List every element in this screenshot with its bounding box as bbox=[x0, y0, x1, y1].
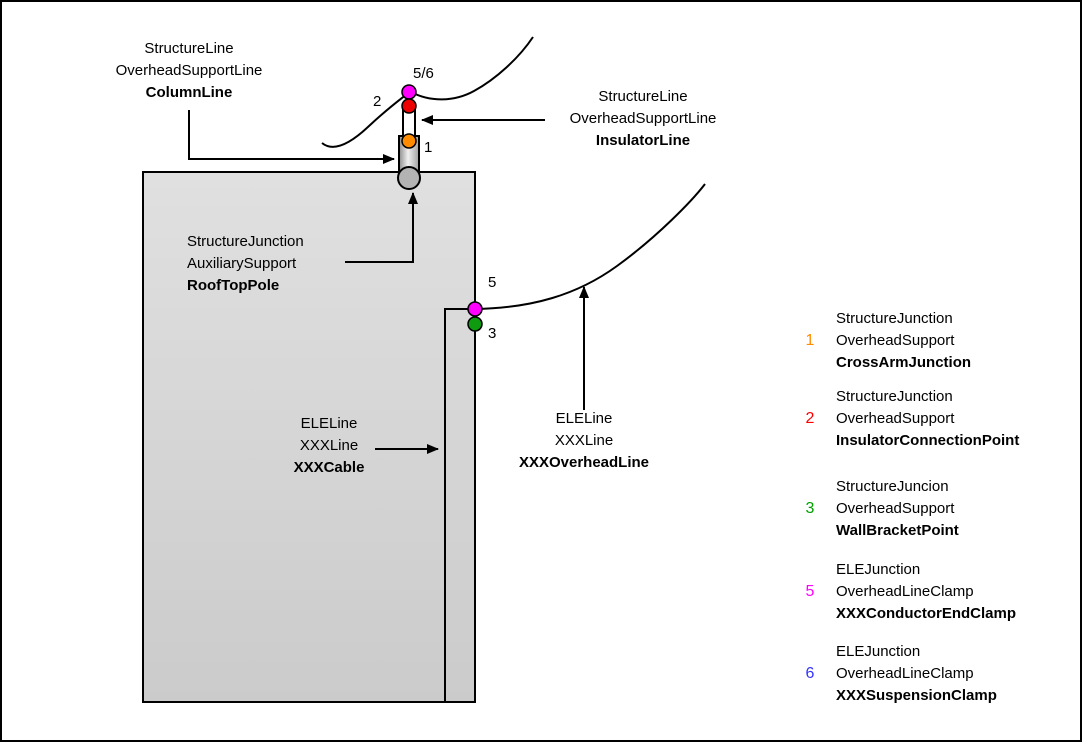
building-shape bbox=[142, 171, 476, 703]
dot-cross-arm-junction-1 bbox=[401, 133, 417, 149]
label-roof-top-pole-3: RoofTopPole bbox=[187, 277, 280, 294]
legend-item-cross-arm-junction: 1 StructureJunction OverheadSupport Cros… bbox=[797, 308, 971, 374]
legend-text-insulator-connection-point: StructureJunction OverheadSupport Insula… bbox=[836, 386, 1019, 452]
point-label-3: 3 bbox=[488, 325, 497, 342]
label-column-line: StructureLine OverheadSupportLine Column… bbox=[89, 38, 289, 104]
legend-line: StructureJuncion bbox=[836, 478, 949, 495]
label-overhead-line: ELELine XXXLine XXXOverheadLine bbox=[484, 408, 684, 474]
label-roof-top-pole: StructureJunction AuxiliarySupport RoofT… bbox=[187, 231, 407, 297]
dot-conductor-suspension-clamp-5-6 bbox=[401, 84, 417, 100]
legend-item-wall-bracket-point: 3 StructureJuncion OverheadSupport WallB… bbox=[797, 476, 959, 542]
dot-wall-bracket-point-3 bbox=[467, 316, 483, 332]
label-column-line-3: ColumnLine bbox=[145, 84, 233, 101]
point-label-5: 5 bbox=[488, 274, 497, 291]
legend-line: OverheadSupport bbox=[836, 500, 955, 517]
legend-text-suspension-clamp: ELEJunction OverheadLineClamp XXXSuspens… bbox=[836, 641, 997, 707]
label-overhead-line-3: XXXOverheadLine bbox=[518, 454, 650, 471]
legend-item-insulator-connection-point: 2 StructureJunction OverheadSupport Insu… bbox=[797, 386, 1020, 452]
legend-line: OverheadSupport bbox=[836, 332, 955, 349]
point-label-1: 1 bbox=[424, 139, 433, 156]
legend-line: StructureJunction bbox=[836, 310, 953, 327]
dot-insulator-connection-point-2 bbox=[401, 98, 417, 114]
legend-line: ELEJunction bbox=[836, 643, 921, 660]
legend-text-cross-arm-junction: StructureJunction OverheadSupport CrossA… bbox=[836, 308, 971, 374]
upper-right-span-curve bbox=[410, 36, 534, 101]
label-cable: ELELine XXXLine XXXCable bbox=[249, 413, 409, 479]
legend-line: InsulatorConnectionPoint bbox=[836, 432, 1020, 449]
legend-num-2: 2 bbox=[805, 410, 815, 427]
legend-item-suspension-clamp: 6 ELEJunction OverheadLineClamp XXXSuspe… bbox=[797, 641, 997, 707]
legend-num-1: 1 bbox=[805, 332, 815, 349]
label-insulator-line-1: StructureLine bbox=[598, 88, 688, 105]
legend-line: StructureJunction bbox=[836, 388, 953, 405]
overhead-line-curve bbox=[474, 183, 706, 310]
legend-line: XXXSuspensionClamp bbox=[836, 687, 997, 704]
label-cable-2: XXXLine bbox=[299, 437, 359, 454]
label-overhead-line-1: ELELine bbox=[555, 410, 613, 427]
roof-top-pole-leader-arrow bbox=[345, 192, 418, 263]
point-label-2: 2 bbox=[373, 93, 382, 110]
legend-line: CrossArmJunction bbox=[836, 354, 972, 371]
label-column-line-2: OverheadSupportLine bbox=[115, 62, 263, 79]
legend-num-5: 5 bbox=[805, 583, 815, 600]
point-label-5-6: 5/6 bbox=[413, 65, 434, 82]
column-line-leader-arrow bbox=[188, 110, 395, 164]
legend-line: ELEJunction bbox=[836, 561, 921, 578]
label-insulator-line: StructureLine OverheadSupportLine Insula… bbox=[543, 86, 743, 152]
legend-num-3: 3 bbox=[805, 500, 815, 517]
legend-line: WallBracketPoint bbox=[836, 522, 959, 539]
legend-item-conductor-end-clamp: 5 ELEJunction OverheadLineClamp XXXCondu… bbox=[797, 559, 1016, 625]
dot-conductor-end-clamp-5 bbox=[467, 301, 483, 317]
legend-line: XXXConductorEndClamp bbox=[836, 605, 1017, 622]
insulator-shape bbox=[402, 109, 416, 137]
label-cable-3: XXXCable bbox=[293, 459, 365, 476]
legend-line: OverheadLineClamp bbox=[836, 583, 974, 600]
label-roof-top-pole-1: StructureJunction bbox=[187, 233, 304, 250]
label-insulator-line-3: InsulatorLine bbox=[595, 132, 691, 149]
legend-num-6: 6 bbox=[805, 665, 815, 682]
cable-line bbox=[444, 308, 472, 702]
legend-text-conductor-end-clamp: ELEJunction OverheadLineClamp XXXConduct… bbox=[836, 559, 1016, 625]
legend-line: OverheadSupport bbox=[836, 410, 955, 427]
label-roof-top-pole-2: AuxiliarySupport bbox=[187, 255, 297, 272]
label-column-line-1: StructureLine bbox=[144, 40, 234, 57]
label-cable-1: ELELine bbox=[300, 415, 358, 432]
upper-left-span-curve bbox=[321, 93, 408, 148]
legend-text-wall-bracket-point: StructureJuncion OverheadSupport WallBra… bbox=[836, 476, 959, 542]
pole-base-junction-shape bbox=[397, 166, 421, 190]
legend-line: OverheadLineClamp bbox=[836, 665, 974, 682]
label-insulator-line-2: OverheadSupportLine bbox=[569, 110, 717, 127]
label-overhead-line-2: XXXLine bbox=[554, 432, 614, 449]
